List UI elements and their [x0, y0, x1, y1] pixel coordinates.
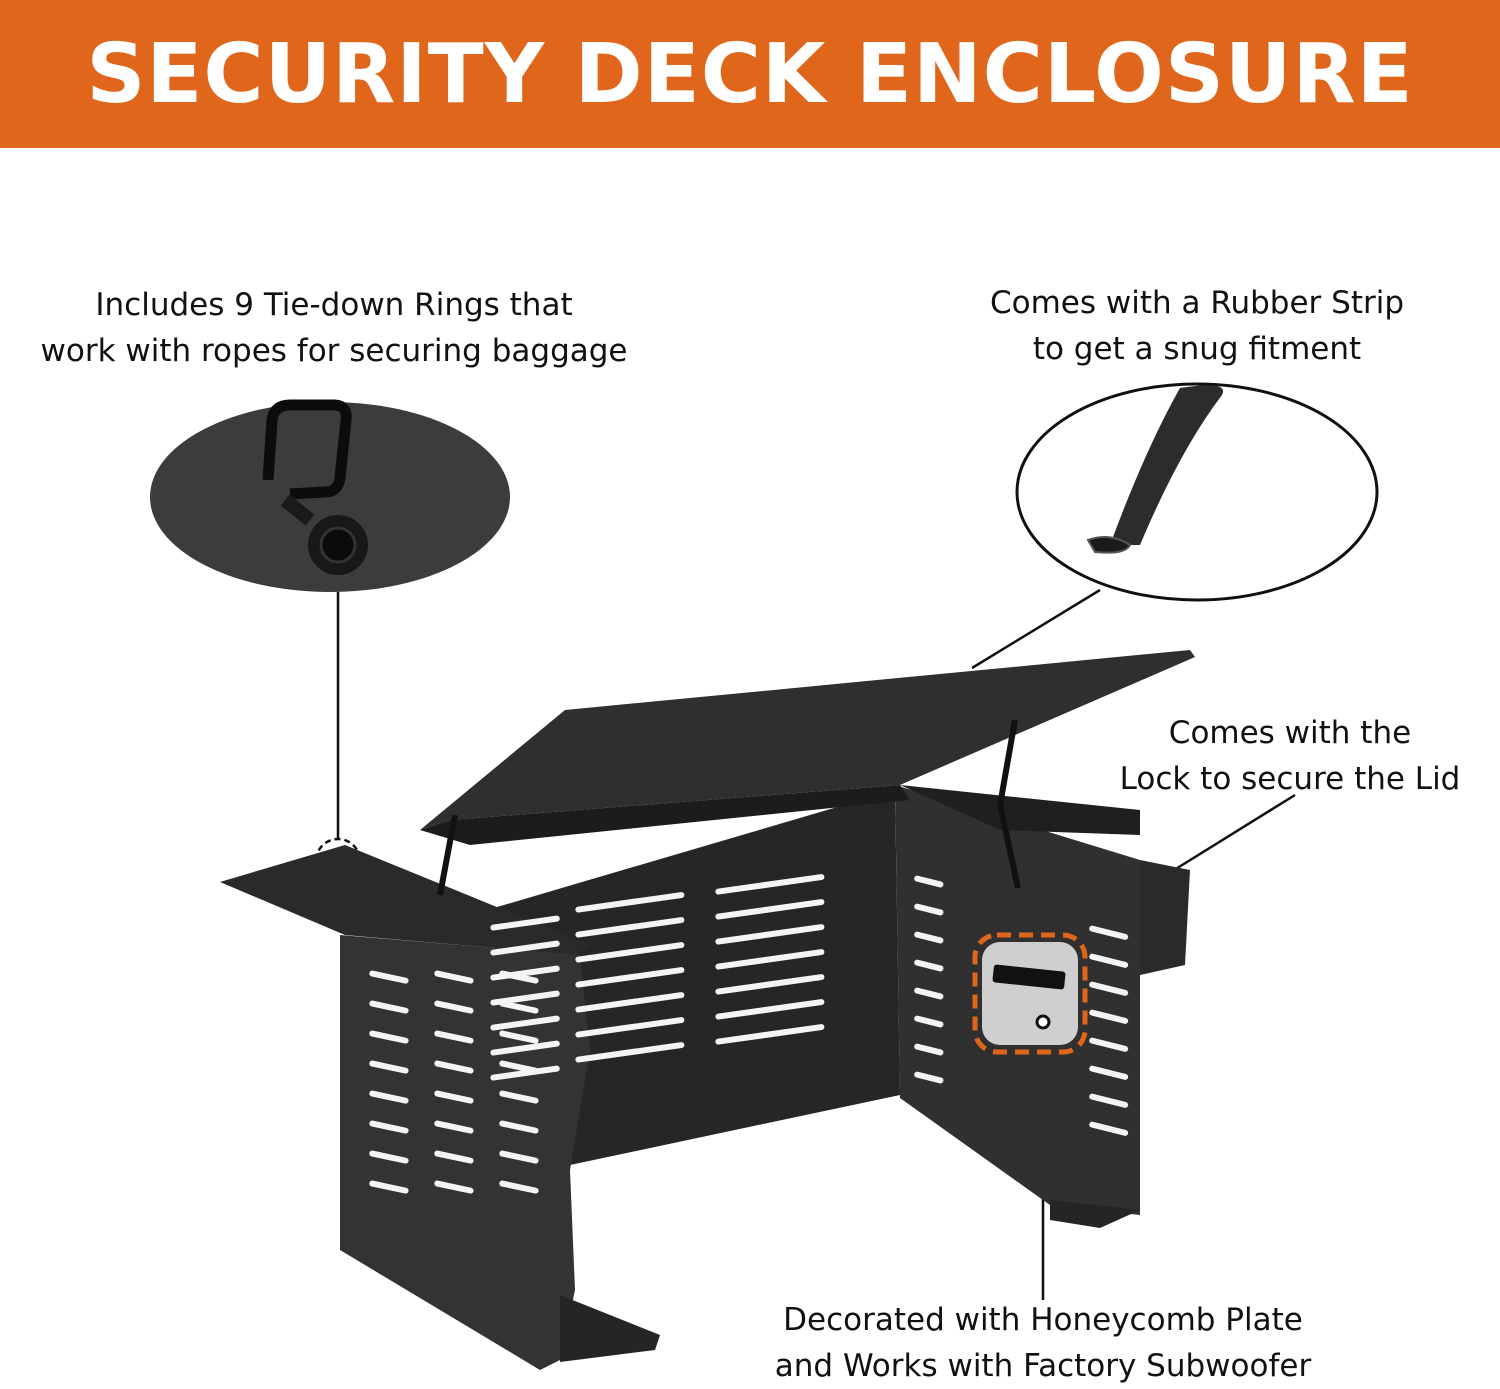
vent-slot [490, 1015, 560, 1031]
callout-rubber-strip: Comes with a Rubber Strip to get a snug … [966, 280, 1428, 372]
callout-line: Decorated with Honeycomb Plate [783, 1302, 1303, 1338]
vent-slot [715, 1024, 825, 1045]
vent-slot [499, 1120, 539, 1134]
vent-slot [499, 1030, 539, 1044]
enclosure [220, 650, 1195, 1370]
title-banner: SECURITY DECK ENCLOSURE [0, 0, 1500, 148]
callout-honeycomb: Decorated with Honeycomb Plate and Works… [745, 1297, 1341, 1389]
tie-down-ring-detail [150, 399, 510, 592]
vent-slot [490, 940, 560, 956]
callout-line: work with ropes for securing baggage [40, 333, 628, 369]
vent-slot [914, 1071, 944, 1084]
callout-line: Lock to secure the Lid [1119, 761, 1461, 797]
vent-slot [1089, 981, 1129, 996]
vent-slot [434, 1090, 474, 1104]
vent-slot [914, 1043, 944, 1056]
vent-slot [369, 970, 409, 984]
vent-slot [490, 1065, 560, 1081]
vent-slot [914, 875, 944, 888]
vent-slot [715, 899, 825, 920]
callout-line: Comes with the [1168, 715, 1412, 751]
vent-slot [914, 903, 944, 916]
vent-slot [1089, 953, 1129, 968]
vent-slot [575, 1042, 685, 1063]
callout-line: and Works with Factory Subwoofer [774, 1348, 1312, 1384]
vent-slot [369, 1150, 409, 1164]
vent-slot [914, 959, 944, 972]
vent-slot [434, 1060, 474, 1074]
vent-slot [715, 974, 825, 995]
vent-slot [499, 1090, 539, 1104]
vent-slot [1089, 1009, 1129, 1024]
vent-slot [434, 1030, 474, 1044]
vent-slot [369, 1000, 409, 1014]
vent-slot [434, 1180, 474, 1194]
vent-slot [369, 1060, 409, 1074]
callout-lock: Comes with the Lock to secure the Lid [1100, 710, 1480, 802]
honeycomb-plate [972, 932, 1088, 1055]
vent-slot [914, 1015, 944, 1028]
vent-slot [575, 942, 685, 963]
vent-slot [499, 1060, 539, 1074]
vent-slot [499, 970, 539, 984]
vent-slot [1089, 925, 1129, 940]
vent-slot [434, 970, 474, 984]
vent-slot [369, 1090, 409, 1104]
vent-slot [575, 917, 685, 938]
vent-slot [434, 1000, 474, 1014]
callout-tie-down: Includes 9 Tie-down Rings that work with… [0, 282, 668, 374]
vent-slot [575, 992, 685, 1013]
vent-slot [575, 1017, 685, 1038]
vent-slot [499, 1180, 539, 1194]
callout-line: to get a snug fitment [1032, 331, 1362, 367]
vent-slot [715, 949, 825, 970]
vent-slot [369, 1180, 409, 1194]
vent-slot [1089, 1037, 1129, 1052]
vent-slot [490, 1040, 560, 1056]
vent-slot [490, 915, 560, 931]
vent-slot [1089, 1065, 1129, 1080]
vent-slot [369, 1120, 409, 1134]
vent-slot [1089, 1121, 1129, 1136]
vent-slot [575, 892, 685, 913]
vent-slot [715, 924, 825, 945]
vent-slot [369, 1030, 409, 1044]
vent-slot [715, 999, 825, 1020]
vent-slot [914, 987, 944, 1000]
page-title: SECURITY DECK ENCLOSURE [86, 26, 1414, 122]
vent-slot [715, 874, 825, 895]
vent-slot [914, 931, 944, 944]
vent-slot [499, 1150, 539, 1164]
vent-slot [499, 1000, 539, 1014]
rubber-strip-detail [1015, 382, 1379, 602]
vent-slot [575, 967, 685, 988]
vent-slot [1089, 1093, 1129, 1108]
vent-slot [434, 1150, 474, 1164]
vent-slot [434, 1120, 474, 1134]
callout-line: Comes with a Rubber Strip [989, 285, 1405, 321]
callout-line: Includes 9 Tie-down Rings that [95, 287, 573, 323]
